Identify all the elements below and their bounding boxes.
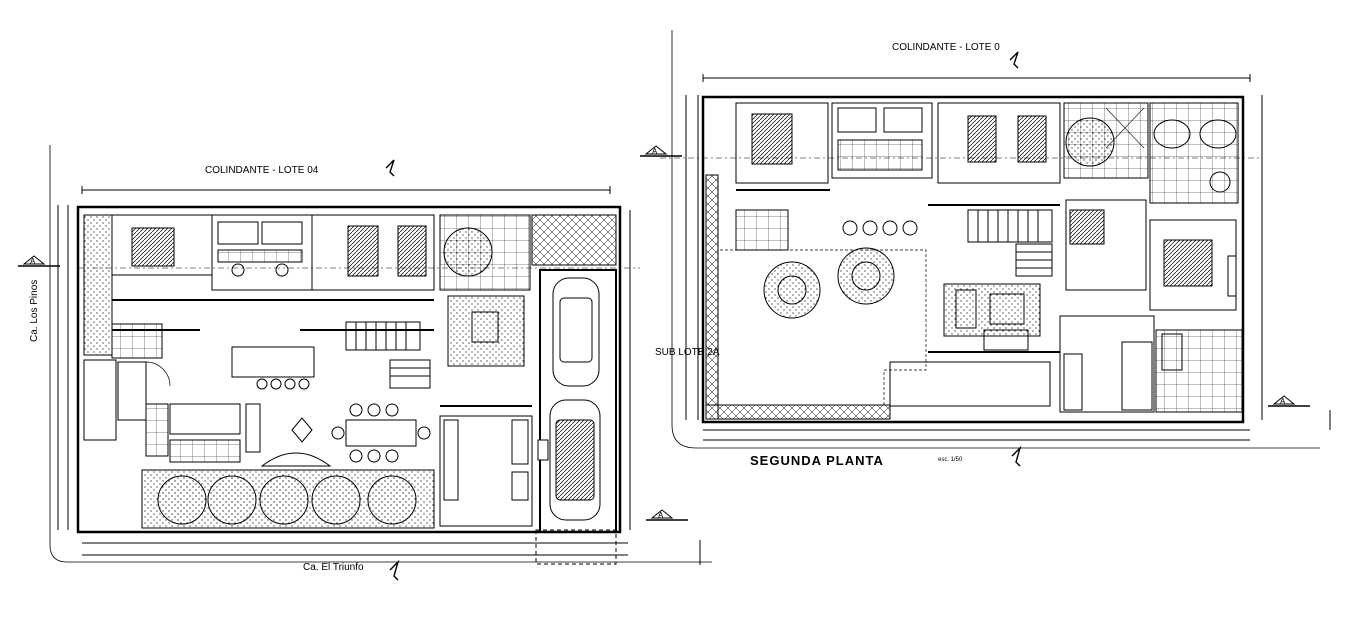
floor1-bottom-street-label: Ca. El Triunfo: [303, 562, 364, 573]
floor2-title: SEGUNDA PLANTA: [750, 453, 884, 468]
floor1-section-mark-left: A: [30, 257, 36, 266]
floor1-right-neighbor-label: SUB LOTE 2A: [655, 347, 720, 358]
floor2-scale: esc. 1/50: [938, 457, 963, 463]
first-floor-plan: [18, 145, 712, 581]
floor2-section-mark-left: A: [652, 147, 658, 156]
floor2-neighbor-label: COLINDANTE - LOTE 0: [892, 42, 1000, 53]
floor1-section-mark-right: A: [658, 511, 664, 520]
floor1-neighbor-label: COLINDANTE - LOTE 04: [205, 165, 319, 176]
floor1-left-street-label: Ca. Los Pinos: [29, 279, 40, 342]
floor2-section-mark-right: A: [1280, 397, 1286, 406]
second-floor-plan: [640, 30, 1331, 467]
